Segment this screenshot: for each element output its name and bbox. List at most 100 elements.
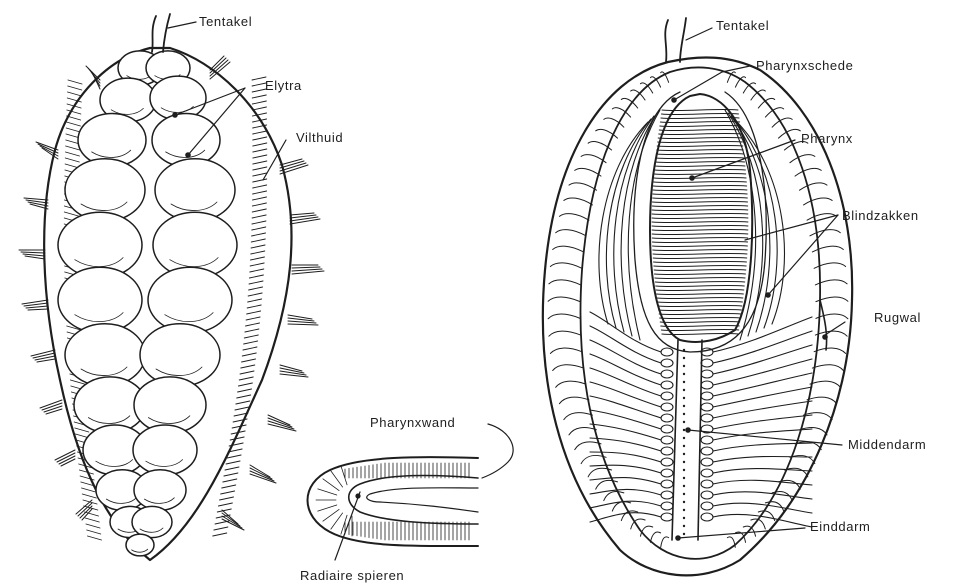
- felt-stroke: [251, 251, 265, 254]
- elytron: [58, 267, 142, 333]
- rim-rib: [804, 198, 833, 205]
- midgut-dot: [683, 509, 685, 511]
- striation: [658, 141, 743, 142]
- rim-rib: [581, 456, 606, 464]
- striation: [655, 169, 746, 170]
- rim-rib: [559, 397, 589, 404]
- felt-stroke: [223, 479, 237, 482]
- blindzak-left: [590, 489, 661, 495]
- midgut-dot: [683, 485, 685, 487]
- felt-stroke: [248, 299, 262, 302]
- sac-loop: [701, 491, 713, 499]
- felt-stroke: [253, 149, 267, 152]
- rim-rib: [816, 314, 848, 319]
- felt-stroke: [252, 107, 266, 110]
- label-middendarm: Middendarm: [848, 437, 926, 452]
- sac-loop: [661, 469, 673, 477]
- bristle: [280, 159, 302, 165]
- felt-stroke: [222, 485, 236, 488]
- striation: [658, 301, 743, 302]
- rim-rib: [549, 280, 581, 285]
- felt-stroke: [248, 293, 262, 296]
- felt-stroke: [68, 86, 82, 90]
- elytron: [140, 324, 220, 386]
- elytron: [148, 267, 232, 333]
- blindzak-right: [713, 331, 812, 363]
- striation: [653, 257, 747, 258]
- pharynx-lumen: [367, 488, 478, 512]
- striation: [653, 185, 746, 186]
- sac-loop: [661, 403, 673, 411]
- striation: [652, 237, 748, 238]
- striation: [653, 253, 747, 254]
- label-pharynxwand: Pharynxwand: [370, 415, 455, 430]
- sac-loop: [661, 513, 673, 521]
- felt-stroke: [250, 257, 264, 260]
- rim-rib: [814, 348, 845, 353]
- striation: [654, 173, 746, 174]
- striation: [652, 229, 748, 230]
- midgut-dot: [683, 517, 685, 519]
- pharynx-section: [308, 457, 479, 546]
- blindzak-left: [590, 513, 661, 522]
- striation: [656, 157, 744, 158]
- sac-loop: [661, 370, 673, 378]
- striation: [654, 177, 746, 178]
- striation: [656, 285, 745, 286]
- striation: [657, 293, 744, 294]
- elytron: [134, 470, 186, 511]
- felt-stroke: [247, 311, 261, 314]
- bristle: [210, 58, 226, 73]
- rim-rib: [812, 246, 843, 252]
- blindzak-left: [590, 368, 661, 396]
- rim-rib: [564, 198, 593, 205]
- tentacle-right-2: [680, 18, 686, 62]
- elytron: [133, 425, 197, 475]
- felt-stroke: [253, 191, 267, 194]
- felt-stroke: [253, 143, 267, 146]
- felt-stroke: [226, 461, 240, 464]
- felt-stroke: [253, 197, 267, 200]
- bristle: [44, 406, 62, 412]
- rim-rib: [553, 246, 584, 252]
- striation: [653, 245, 748, 246]
- felt-stroke: [246, 317, 260, 320]
- sac-loop: [701, 480, 713, 488]
- felt-stroke: [253, 155, 267, 158]
- striation: [653, 249, 748, 250]
- rugwal: [820, 300, 827, 350]
- felt-stroke: [239, 377, 253, 380]
- sac-loop: [661, 447, 673, 455]
- rim-rib: [569, 428, 597, 435]
- bristle: [290, 219, 320, 224]
- right-leaders: [672, 28, 845, 540]
- blindzakken-branches: [590, 110, 812, 527]
- pharynx-leaders: [335, 424, 513, 560]
- rim-rib: [810, 230, 840, 236]
- bristle: [292, 271, 324, 274]
- rim-rib: [569, 183, 597, 190]
- felt-stroke: [242, 353, 256, 356]
- felt-stroke: [246, 323, 260, 326]
- felt-stroke: [253, 179, 267, 182]
- rim-rib: [640, 526, 652, 536]
- felt-stroke: [252, 233, 266, 236]
- bristle: [46, 409, 62, 414]
- midgut-dot: [683, 437, 685, 439]
- blindzak-right: [713, 373, 812, 396]
- rim-rib: [815, 331, 847, 336]
- striation: [656, 153, 744, 154]
- midgut-dot: [683, 461, 685, 463]
- label-vilthuid: Vilthuid: [296, 130, 343, 145]
- bristle: [28, 309, 48, 310]
- felt-stroke: [249, 281, 263, 284]
- felt-stroke: [253, 185, 267, 188]
- blindzak-right: [713, 503, 812, 513]
- midgut-dot: [683, 445, 685, 447]
- felt-stroke: [87, 530, 101, 534]
- tentacle-left-2: [665, 20, 668, 62]
- striation: [660, 321, 740, 322]
- striation: [660, 125, 740, 126]
- blindzak-long: [621, 113, 657, 336]
